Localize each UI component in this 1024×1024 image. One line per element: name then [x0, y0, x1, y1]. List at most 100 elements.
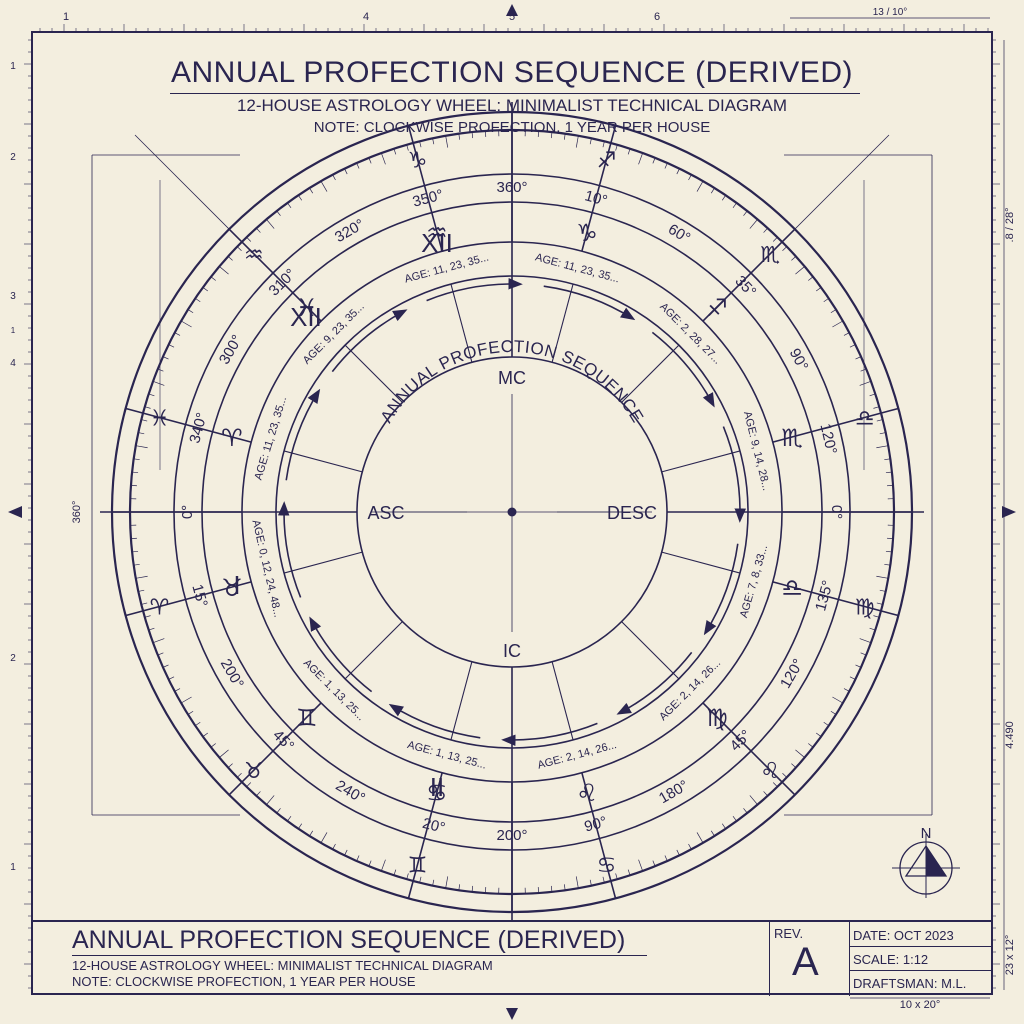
degree-tick [855, 664, 862, 668]
house-zodiac-glyph: ♏ [781, 424, 803, 452]
outer-zodiac-glyph: ♈ [150, 595, 170, 620]
degree-tick [884, 458, 891, 461]
degree-tick [133, 563, 140, 566]
degree-label: 180° [656, 777, 691, 807]
degree-tick [721, 195, 726, 201]
metadata-row-divider [849, 946, 992, 971]
degree-tick [445, 135, 449, 148]
age-label: AGE: 1, 13, 25... [406, 739, 488, 772]
degree-label: 90° [786, 346, 812, 374]
degree-tick [876, 602, 883, 605]
inner-divider [551, 661, 574, 741]
degree-tick [849, 344, 856, 348]
outer-zodiac-glyph: ♑ [408, 148, 428, 173]
degree-tick [721, 823, 726, 829]
degree-tick [138, 589, 145, 592]
degree-tick [157, 368, 164, 372]
degree-tick [256, 791, 261, 797]
degree-tick [710, 830, 715, 837]
degree-tick [602, 141, 605, 148]
degree-tick [652, 860, 656, 867]
outer-zodiac-glyph: ♋ [597, 854, 617, 879]
degree-tick [860, 652, 867, 656]
degree-tick [432, 138, 435, 145]
outer-zodiac-glyph: ♐ [597, 148, 617, 173]
degree-tick [688, 843, 692, 850]
degree-tick [144, 406, 151, 409]
degree-tick [860, 368, 867, 372]
title-block-underline [72, 955, 647, 956]
house-divider [407, 772, 443, 899]
house-divider [228, 702, 322, 796]
profection-arrow [309, 616, 373, 693]
degree-tick [791, 763, 797, 768]
inner-divider [661, 450, 741, 473]
revision-cell [769, 922, 850, 996]
profection-arrow [722, 426, 747, 523]
degree-tick [732, 202, 737, 209]
house-numeral-bottom: II [430, 772, 444, 802]
top-arrow-icon [506, 4, 518, 16]
bottom-dimension-label: 10 x 20° [900, 999, 940, 1011]
house-numeral-upper-left: XII [290, 302, 322, 332]
degree-tick [141, 602, 148, 605]
degree-tick [174, 688, 181, 692]
degree-tick [202, 732, 209, 737]
degree-label: 360° [496, 179, 527, 196]
degree-tick [832, 320, 843, 328]
compass-rose [892, 834, 960, 898]
degree-tick [782, 246, 788, 252]
page-note: NOTE: CLOCKWISE PROFECTION, 1 YEAR PER H… [313, 119, 711, 136]
age-label: AGE: 11, 23, 35... [534, 251, 621, 285]
house-zodiac-glyph: ♑ [576, 219, 598, 247]
inner-divider [344, 344, 403, 403]
house-zodiac-glyph: ♊ [296, 704, 318, 732]
degree-tick [381, 152, 386, 165]
degree-tick [298, 195, 303, 201]
degree-tick [393, 869, 397, 876]
degree-tick [869, 627, 876, 631]
house-zodiac-glyph: ♎ [781, 574, 803, 602]
page-title: ANNUAL PROFECTION SEQUENCE (DERIVED) [171, 56, 853, 89]
degree-tick [627, 869, 631, 876]
degree-tick [276, 210, 281, 216]
house-zodiac-glyph: ♓ [296, 294, 318, 322]
outer-zodiac-glyph: ♒ [244, 243, 264, 268]
house-zodiac-glyph: ♉ [221, 574, 243, 602]
title-block-note: NOTE: CLOCKWISE PROFECTION, 1 YEAR PER H… [72, 974, 416, 989]
degree-tick [276, 808, 281, 814]
degree-tick [749, 219, 758, 229]
degree-tick [381, 859, 386, 872]
degree-tick [138, 432, 145, 435]
degree-tick [710, 187, 715, 194]
top-ruler-label-1: 1 [63, 11, 69, 23]
degree-tick [406, 144, 409, 151]
degree-tick [298, 823, 303, 829]
degree-tick [195, 298, 201, 303]
degree-tick [676, 168, 680, 175]
degree-tick [615, 873, 618, 880]
inner-divider [283, 551, 363, 574]
house-divider [407, 125, 443, 252]
degree-label: 120° [777, 656, 807, 691]
degree-tick [772, 782, 778, 788]
degree-tick [458, 884, 461, 891]
degree-tick [344, 168, 348, 175]
date-field: DATE: OCT 2023 [853, 928, 954, 943]
degree-tick [732, 815, 737, 822]
degree-tick [563, 884, 566, 891]
house-divider [702, 702, 796, 796]
degree-tick [132, 471, 139, 474]
house-divider [125, 407, 252, 443]
degree-tick [168, 676, 175, 680]
degree-tick [855, 356, 862, 360]
degree-tick [266, 795, 275, 805]
degree-tick [575, 876, 579, 889]
degree-tick [843, 688, 850, 692]
left-ruler-label-b: 2 [10, 152, 16, 163]
degree-tick [638, 152, 643, 165]
degree-tick [652, 157, 656, 164]
inner-divider [283, 450, 363, 473]
degree-tick [859, 381, 872, 386]
degree-tick [615, 144, 618, 151]
